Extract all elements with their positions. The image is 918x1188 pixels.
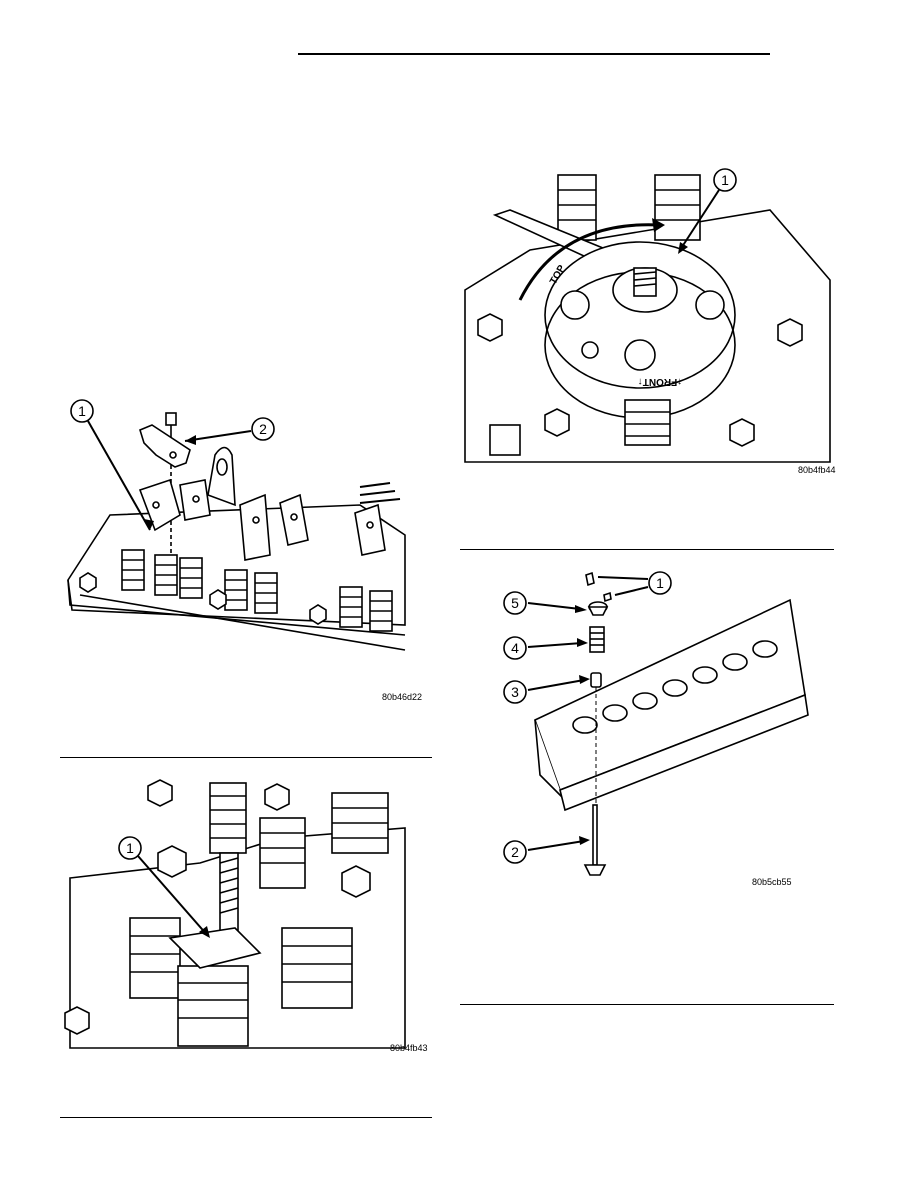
divider-rule-right-1 <box>460 549 834 550</box>
callout-1: 1 <box>70 399 154 531</box>
svg-text:5: 5 <box>511 595 519 611</box>
compressor-tool-illustration: TOP ↑FRONT↑ 1 <box>464 168 831 463</box>
callout-2: 2 <box>503 836 590 864</box>
callout-1: 1 <box>118 836 210 938</box>
figure-id: 80b4fb43 <box>390 1043 428 1053</box>
figure-id: 80b5cb55 <box>752 877 792 887</box>
divider-rule-left-2 <box>60 1117 432 1118</box>
figure-id: 80b4fb44 <box>798 465 836 475</box>
figure-id: 80b46d22 <box>382 692 423 702</box>
callout-5: 5 <box>503 591 587 615</box>
callout-4: 4 <box>503 636 588 660</box>
divider-rule-left-1 <box>60 757 432 758</box>
callout-2: 2 <box>184 417 275 445</box>
rocker-bracket-illustration: 1 2 <box>67 399 406 651</box>
svg-text:2: 2 <box>511 844 519 860</box>
divider-rule-right-2 <box>460 1004 834 1005</box>
valve-exploded-illustration: 1 5 4 3 2 <box>503 571 809 876</box>
callout-3: 3 <box>503 675 590 704</box>
figure-compressor-tool: TOP ↑FRONT↑ 1 80b4fb44 <box>460 150 838 480</box>
svg-text:1: 1 <box>78 403 86 419</box>
svg-text:4: 4 <box>511 640 519 656</box>
svg-text:3: 3 <box>511 684 519 700</box>
svg-text:1: 1 <box>721 172 729 188</box>
header-rule <box>298 53 770 55</box>
svg-text:1: 1 <box>126 840 134 856</box>
svg-text:2: 2 <box>259 421 267 437</box>
figure-valve-springs: 1 80b4fb43 <box>60 778 440 1058</box>
valve-springs-illustration: 1 <box>64 779 406 1049</box>
svg-text:1: 1 <box>656 575 664 591</box>
callout-1: 1 <box>597 571 672 596</box>
figure-rocker-bracket: 1 2 80b46d22 <box>60 395 440 715</box>
tool-text-front: ↑FRONT↑ <box>638 376 682 387</box>
figure-valve-exploded: 1 5 4 3 2 <box>460 565 838 895</box>
callout-1: 1 <box>678 168 737 254</box>
